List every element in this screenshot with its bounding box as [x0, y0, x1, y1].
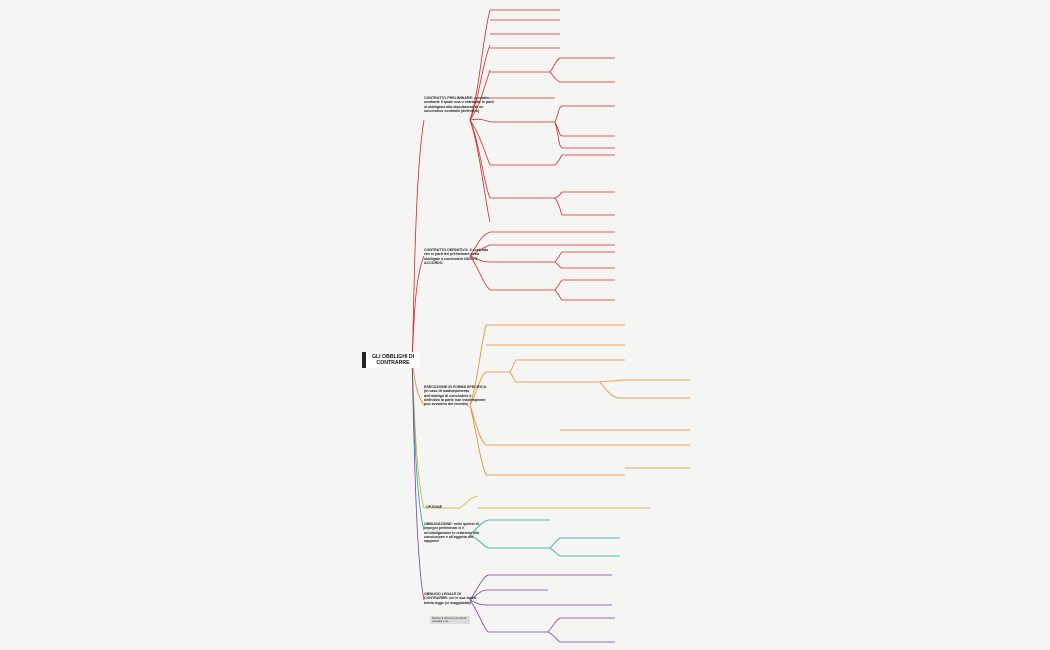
grey-note[interactable]: Modulo di chiusura: principi di causalit… — [430, 616, 470, 625]
branch-esecuzione[interactable]: ESECUZIONE IN FORMA SPECIFICA (in caso d… — [424, 385, 487, 407]
branch-obbligo-legale[interactable]: OBBLIGO LEGALE DI CONTRARRE: nei le sue … — [424, 592, 477, 605]
trunk-purple — [411, 359, 425, 601]
central-topic[interactable]: GLI OBBLIGHI DI CONTRARRE — [362, 352, 420, 368]
branch-opzione[interactable]: OPZIONE — [426, 505, 443, 509]
branch-preliminare[interactable]: CONTRATTO PRELIMINARE: contratto mediant… — [424, 96, 494, 113]
branch-definitivo[interactable]: CONTRATTO DEFINITIVO: il contratto che l… — [424, 248, 489, 265]
trunk-red-2 — [411, 255, 425, 361]
branch-obbligazione[interactable]: OBBLIGAZIONE: nelle ipotesi di impegni p… — [424, 522, 479, 544]
